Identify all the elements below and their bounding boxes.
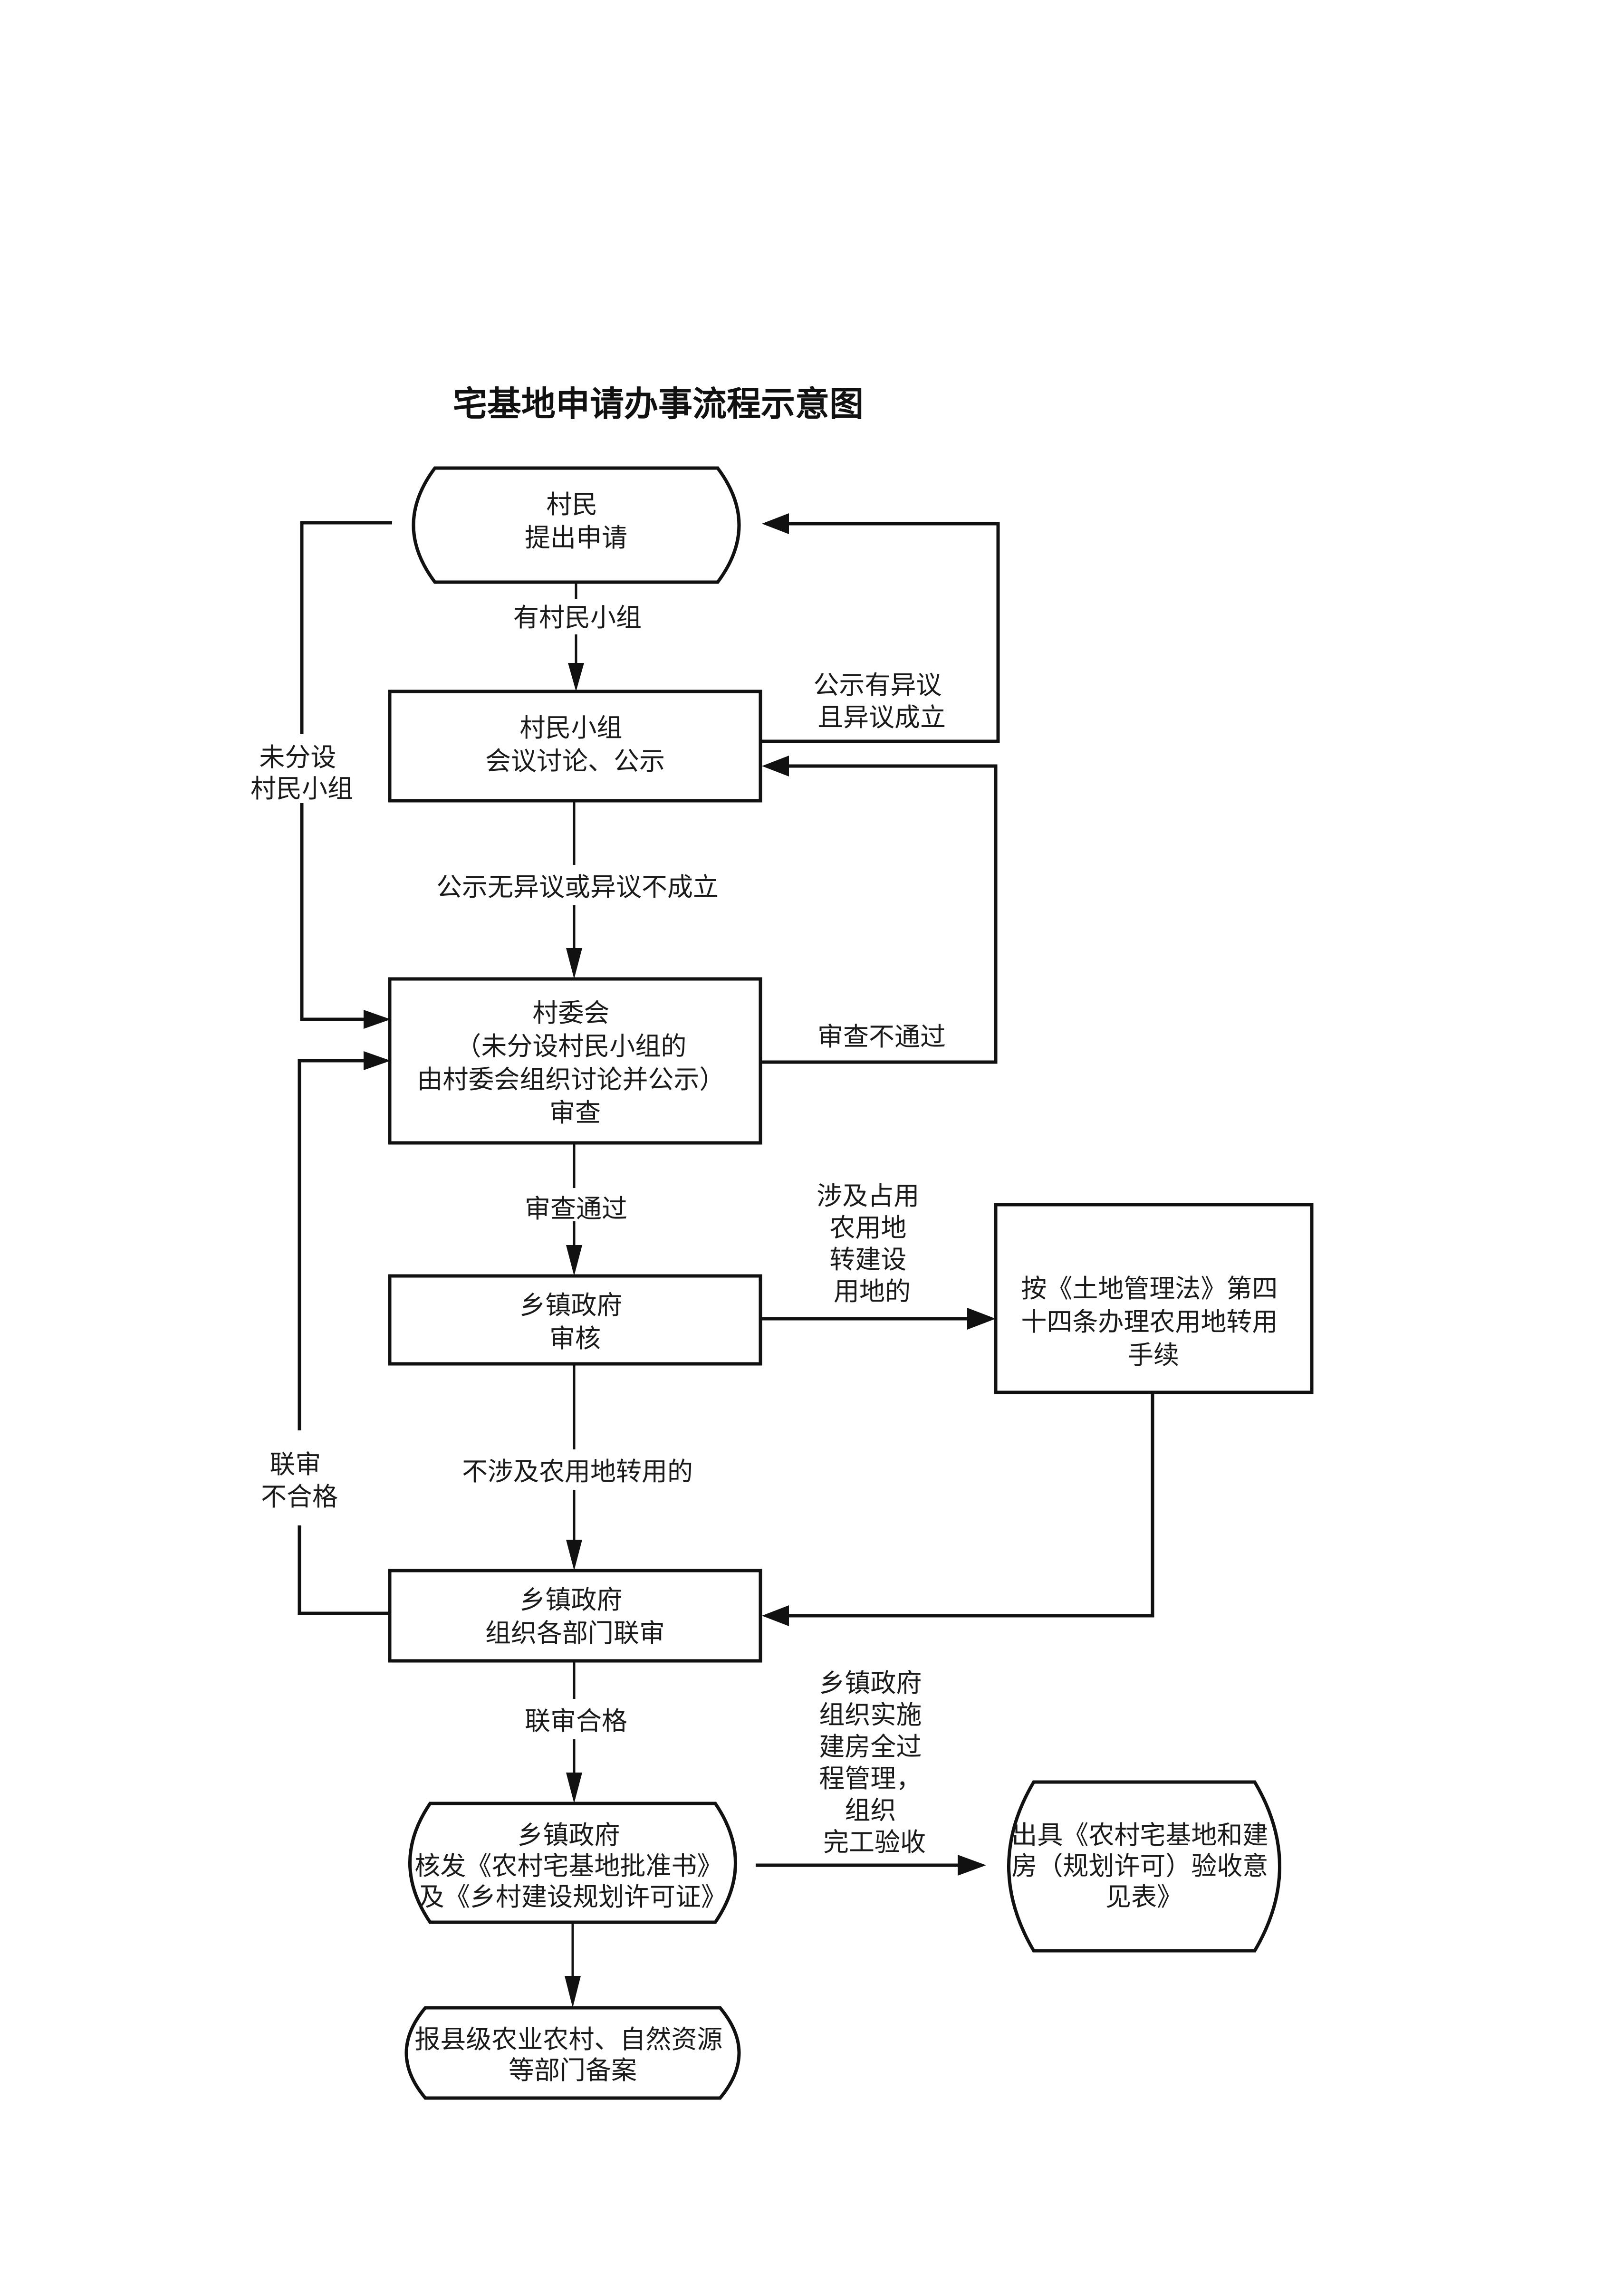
node-township-issue: 乡镇政府 核发《农村宅基地批准书》 及《乡村建设规划许可证》 [408,1802,737,1924]
node-line: 房（规划许可）验收意 [1011,1851,1268,1881]
node-line: 等部门备案 [509,2055,637,2085]
node-village-committee: 村委会 （未分设村民小组的 由村委会组织讨论并公示） 审查 [388,977,762,1145]
edge-labels: 有村民小组 未分设 村民小组 公示有异议 且异议成立 公示无异议或异议不成立 审… [250,603,950,1857]
arrowhead-right-icon [958,1855,986,1876]
edge-label-line: 有村民小组 [513,603,642,633]
node-label: 村委会 （未分设村民小组的 由村委会组织讨论并公示） 审查 [417,998,733,1128]
node-line: 审查 [549,1098,601,1128]
node-line: （未分设村民小组的 [455,1031,686,1061]
node-line: 提出申请 [525,523,627,553]
edge-label-line: 农用地 [829,1213,906,1243]
node-line: 乡镇政府 [517,1820,620,1850]
edge-label-line: 完工验收 [823,1827,926,1857]
edge-label-construction-management: 乡镇政府 组织实施 建房全过 程管理， 组织 完工验收 [819,1668,930,1857]
arrowhead-left-icon [762,756,789,776]
edge-label-line: 转建设 [829,1245,906,1275]
edge-label-line: 审查通过 [525,1194,627,1224]
node-line: 审核 [549,1323,601,1353]
edge-label-line: 审查不通过 [817,1022,946,1052]
node-township-review: 乡镇政府 审核 [388,1274,762,1366]
edge-committee-to-group-line [760,764,998,1064]
node-acceptance-form: 出具《农村宅基地和建 房（规划许可）验收意 见表》 [1007,1780,1281,1953]
edge-label-has-group: 有村民小组 [513,603,642,633]
node-line: 村委会 [532,998,609,1028]
edge-label-review-passed: 审查通过 [525,1194,627,1224]
arrowhead-down-icon [566,1245,582,1276]
node-line: 由村委会组织讨论并公示） [417,1064,725,1094]
node-line: 会议讨论、公示 [485,746,665,776]
node-line: 报县级农业农村、自然资源 [414,2024,722,2054]
node-label: 乡镇政府 审核 [519,1290,630,1353]
edge-label-joint-passed: 联审合格 [525,1706,627,1736]
edge-label-line: 组织实施 [819,1700,922,1730]
node-line: 乡镇政府 [519,1290,622,1320]
node-line: 见表》 [1105,1882,1182,1912]
edge-group-to-apply-line [760,522,1000,743]
edge-label-line: 公示有异议 [813,670,942,700]
node-line: 按《土地管理法》第四 [1021,1274,1278,1304]
node-line: 村民 [546,489,597,519]
node-township-joint-review: 乡镇政府 组织各部门联审 [388,1569,762,1663]
node-villager-group: 村民小组 会议讨论、公示 [388,690,762,803]
edge-joint-to-committee-line-b [298,1059,364,1430]
edge-label-line: 联审 [269,1449,321,1479]
node-line: 组织各部门联审 [485,1618,665,1648]
edge-label-joint-failed: 联审 不合格 [261,1449,338,1512]
edge-label-line: 建房全过 [819,1732,922,1762]
edge-landlaw-to-joint-line [789,1392,1154,1618]
edge-label-line: 公示无异议或异议不成立 [436,872,719,902]
arrowhead-down-icon [568,663,584,691]
edge-label-line: 村民小组 [250,774,353,804]
node-villager-apply: 村民 提出申请 [412,466,741,584]
diagram-title: 宅基地申请办事流程示意图 [453,384,864,424]
node-line: 乡镇政府 [519,1585,622,1615]
edge-joint-to-committee-line-a [298,1525,390,1615]
node-label: 乡镇政府 组织各部门联审 [485,1585,665,1648]
node-line: 及《乡村建设规划许可证》 [419,1882,727,1912]
node-line: 出具《农村宅基地和建 [1011,1820,1268,1850]
edge-label-no-objection: 公示无异议或异议不成立 [436,872,719,902]
edge-label-line: 且异议成立 [817,702,946,732]
edge-label-review-failed: 审查不通过 [817,1022,946,1052]
edge-label-farmland-conversion: 涉及占用 农用地 转建设 用地的 [817,1181,927,1306]
node-line: 村民小组 [519,713,622,743]
node-line: 核发《农村宅基地批准书》 [414,1851,722,1881]
arrowhead-right-icon [967,1308,996,1330]
edge-label-no-group: 未分设 村民小组 [250,742,353,804]
node-line: 手续 [1128,1340,1179,1370]
arrowhead-left-icon [762,1605,789,1626]
edge-label-line: 联审合格 [525,1706,627,1736]
edge-label-line: 未分设 [259,742,336,772]
edge-apply-to-committee-line-b [300,803,364,1021]
edge-apply-to-committee-line-a [300,521,392,734]
arrowhead-down-icon [565,1976,581,2008]
edge-label-line: 组织 [845,1795,896,1825]
edge-label-no-farmland-conversion: 不涉及农用地转用的 [462,1457,693,1486]
edge-label-objection-valid: 公示有异议 且异议成立 [813,670,950,732]
arrowhead-left-icon [762,513,789,534]
node-land-law-procedure: 按《土地管理法》第四 十四条办理农用地转用 手续 [994,1203,1314,1394]
node-county-filing: 报县级农业农村、自然资源 等部门备案 [404,2006,741,2100]
arrowhead-down-icon [566,1773,582,1803]
arrowhead-down-icon [566,1540,582,1571]
edge-label-line: 不合格 [261,1482,338,1512]
node-label: 乡镇政府 核发《农村宅基地批准书》 及《乡村建设规划许可证》 [414,1820,730,1912]
edge-label-line: 程管理， [819,1764,922,1793]
edge-label-line: 用地的 [834,1276,911,1306]
node-label: 出具《农村宅基地和建 房（规划许可）验收意 见表》 [1011,1820,1276,1912]
arrowhead-down-icon [566,948,582,979]
connectors [298,513,1154,2008]
node-label: 村民小组 会议讨论、公示 [485,713,665,776]
node-line: 十四条办理农用地转用 [1021,1307,1278,1337]
node-label: 按《土地管理法》第四 十四条办理农用地转用 手续 [1021,1274,1286,1370]
node-label: 报县级农业农村、自然资源 等部门备案 [414,2024,730,2085]
edge-label-line: 涉及占用 [817,1181,919,1211]
arrowhead-right-icon [364,1051,391,1070]
edge-label-line: 乡镇政府 [819,1668,922,1698]
edge-label-line: 不涉及农用地转用的 [462,1457,693,1486]
arrowhead-right-icon [364,1010,391,1029]
node-label: 村民 提出申请 [525,489,627,553]
